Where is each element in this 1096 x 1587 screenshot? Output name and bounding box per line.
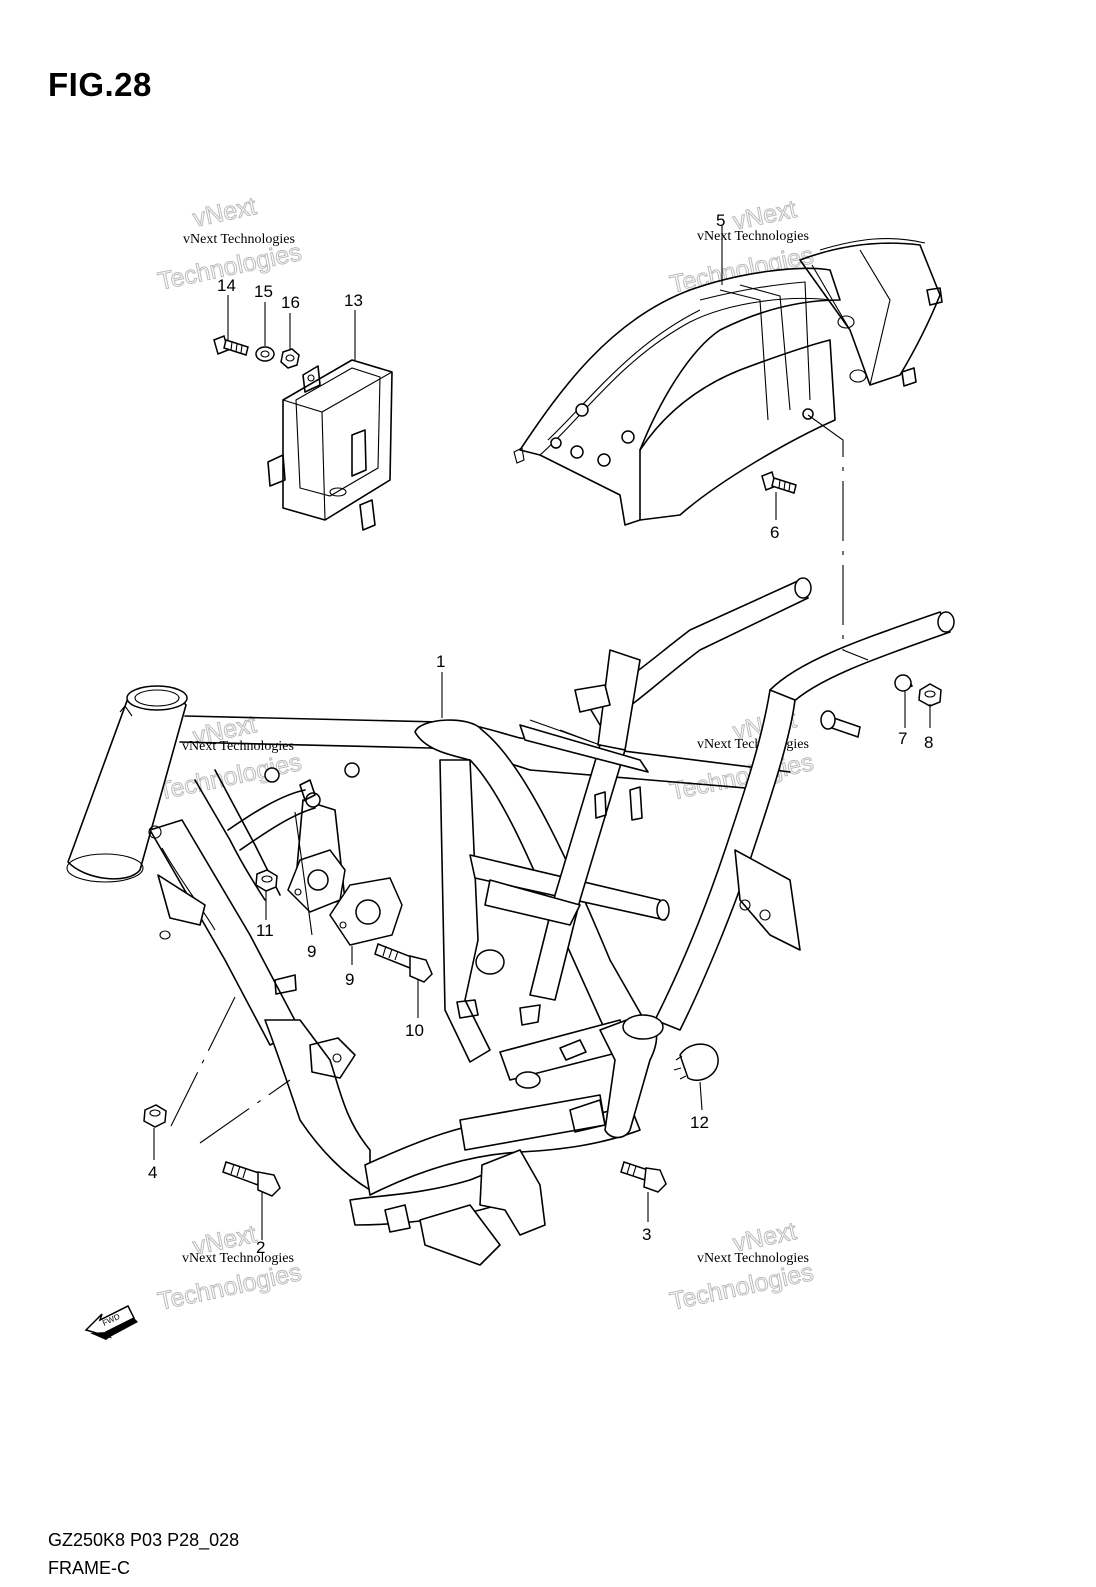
- callout-16: 16: [281, 293, 300, 312]
- callout-15: 15: [254, 282, 273, 301]
- watermark-mid-right: vNext vNext Technologies Technologies: [667, 705, 817, 807]
- part-5-rear-fender: [513, 237, 943, 526]
- callout-12: 12: [690, 1113, 709, 1132]
- callout-3: 3: [642, 1225, 651, 1244]
- watermark-bottom-left: vNext vNext Technologies Technologies: [155, 1220, 305, 1317]
- callout-14: 14: [217, 276, 236, 295]
- part-15-washer: [255, 346, 275, 362]
- callout-11: 11: [256, 921, 274, 940]
- part-16-nut: [280, 348, 300, 369]
- watermark-text: vNext Technologies: [183, 232, 295, 247]
- watermark-text: vNext Technologies: [182, 1251, 294, 1266]
- callout-13: 13: [344, 291, 363, 310]
- callout-7: 7: [898, 729, 907, 748]
- callout-6: 6: [770, 523, 779, 542]
- watermark-technologies: Technologies: [155, 1258, 304, 1316]
- callout-1: 1: [436, 652, 445, 671]
- callout-4: 4: [148, 1163, 157, 1182]
- callout-9-upper: 9: [307, 942, 316, 961]
- callout-9-lower: 9: [345, 970, 354, 989]
- part-6-bolt: [761, 470, 797, 494]
- part-1-frame: [66, 577, 955, 1266]
- part-4-nut: [143, 1104, 167, 1128]
- part-3-bolt: [620, 1161, 667, 1193]
- callout-10: 10: [405, 1021, 424, 1040]
- part-9-plate-lower: [329, 877, 403, 946]
- part-10-bolt: [374, 943, 433, 983]
- footer-figure-name: FRAME-C: [48, 1558, 130, 1578]
- part-12-cap: [673, 1043, 719, 1081]
- footer-figure-code: GZ250K8 P03 P28_028: [48, 1530, 240, 1550]
- callout-numbers: 1 2 3 4 5 6 7 8 9 9 10 11 12 13 14 15 16: [148, 211, 933, 1257]
- watermark-technologies: Technologies: [667, 1258, 816, 1316]
- fwd-arrow-icon: FWD: [84, 1304, 138, 1340]
- part-2-bolt: [222, 1161, 281, 1197]
- part-8-nut: [918, 683, 942, 707]
- watermark-text: vNext Technologies: [697, 737, 809, 752]
- rear-mount-stud: [820, 710, 861, 738]
- part-13-bracket: [267, 359, 393, 531]
- watermark-text: vNext Technologies: [697, 1251, 809, 1266]
- leader-lines: [153, 225, 931, 1240]
- watermark-vnext: vNext: [190, 192, 258, 233]
- watermark-bottom-right: vNext vNext Technologies Technologies: [667, 1217, 817, 1317]
- callout-2: 2: [256, 1238, 265, 1257]
- figure-title: FIG.28: [48, 66, 152, 103]
- part-7-collar: [894, 674, 914, 692]
- part-11-nut: [255, 869, 278, 892]
- part-14-bolt: [213, 334, 249, 356]
- callout-5: 5: [716, 211, 725, 230]
- watermark-text: vNext Technologies: [697, 229, 809, 244]
- part-9-plate-upper: [287, 849, 346, 913]
- callout-8: 8: [924, 733, 933, 752]
